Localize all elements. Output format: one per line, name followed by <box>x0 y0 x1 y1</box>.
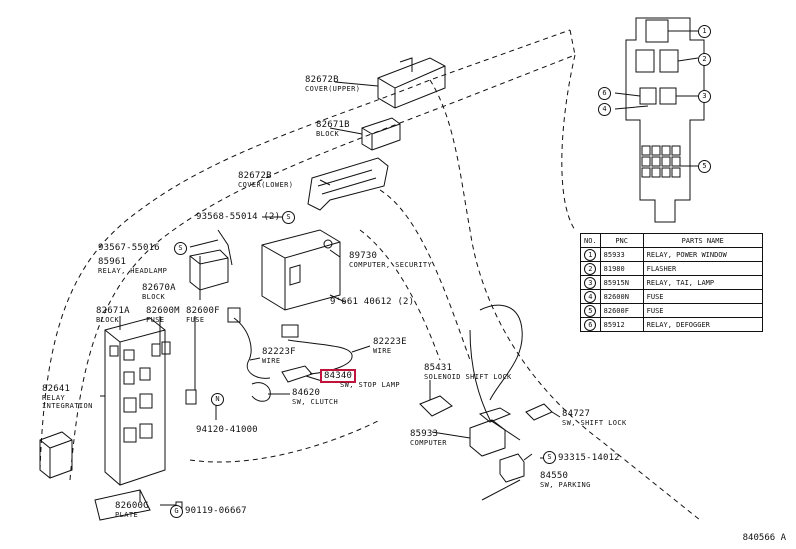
row-number: 1 <box>584 248 597 261</box>
label-93315: 93315-14012 <box>558 453 620 463</box>
label-93568: 93568-55014 (2) <box>196 212 281 222</box>
diagram-id: 840566 A <box>742 533 786 543</box>
symbol-g: G <box>170 505 183 518</box>
row-parts-name: RELAY, DEFOGGER <box>642 317 763 332</box>
row-parts-name: RELAY, TAI, LAMP <box>642 275 763 290</box>
highlighted-part-number: 84340 <box>320 369 357 383</box>
row-pnc: 85915N <box>599 275 644 290</box>
column-header-pnc: PNC <box>599 233 644 248</box>
row-parts-name: RELAY, POWER WINDOW <box>642 247 763 262</box>
row-parts-name: FUSE <box>642 289 763 304</box>
callout-3: 3 <box>698 90 711 103</box>
callout-5: 5 <box>698 160 711 173</box>
row-pnc: 82600F <box>599 303 644 318</box>
label-90119: 90119-06667 <box>185 506 247 516</box>
row-pnc: 85912 <box>599 317 644 332</box>
column-header-parts-name: PARTS NAME <box>642 233 763 248</box>
row-parts-name: FUSE <box>642 303 763 318</box>
table-header-row: NO. PNC PARTS NAME <box>580 233 763 248</box>
table-row: 5 82600F FUSE <box>580 303 763 318</box>
row-number: 3 <box>584 276 597 289</box>
symbol-n: N <box>211 393 224 406</box>
callout-2: 2 <box>698 53 711 66</box>
callout-1: 1 <box>698 25 711 38</box>
table-row: 2 81980 FLASHER <box>580 261 763 276</box>
callout-6: 6 <box>598 87 611 100</box>
symbol-s-2: S <box>174 242 187 255</box>
table-row: 6 85912 RELAY, DEFOGGER <box>580 317 763 332</box>
row-number: 6 <box>584 318 597 331</box>
table-row: 4 82600N FUSE <box>580 289 763 304</box>
row-parts-name: FLASHER <box>642 261 763 276</box>
label-94120: 94120-41000 <box>196 425 258 435</box>
row-number: 2 <box>584 262 597 275</box>
row-pnc: 81980 <box>599 261 644 276</box>
label-93567: 93567-55016 <box>98 243 160 253</box>
table-row: 3 85915N RELAY, TAI, LAMP <box>580 275 763 290</box>
callout-4: 4 <box>598 103 611 116</box>
table-row: 1 85933 RELAY, POWER WINDOW <box>580 247 763 262</box>
symbol-s-3: S <box>543 451 556 464</box>
row-number: 5 <box>584 304 597 317</box>
row-pnc: 85933 <box>599 247 644 262</box>
symbol-s-1: S <box>282 211 295 224</box>
label-9661: 9'661 40612 (2) <box>330 297 415 307</box>
parts-table: NO. PNC PARTS NAME 1 85933 RELAY, POWER … <box>580 233 763 332</box>
row-number: 4 <box>584 290 597 303</box>
row-pnc: 82600N <box>599 289 644 304</box>
column-header-no: NO. <box>580 233 601 248</box>
